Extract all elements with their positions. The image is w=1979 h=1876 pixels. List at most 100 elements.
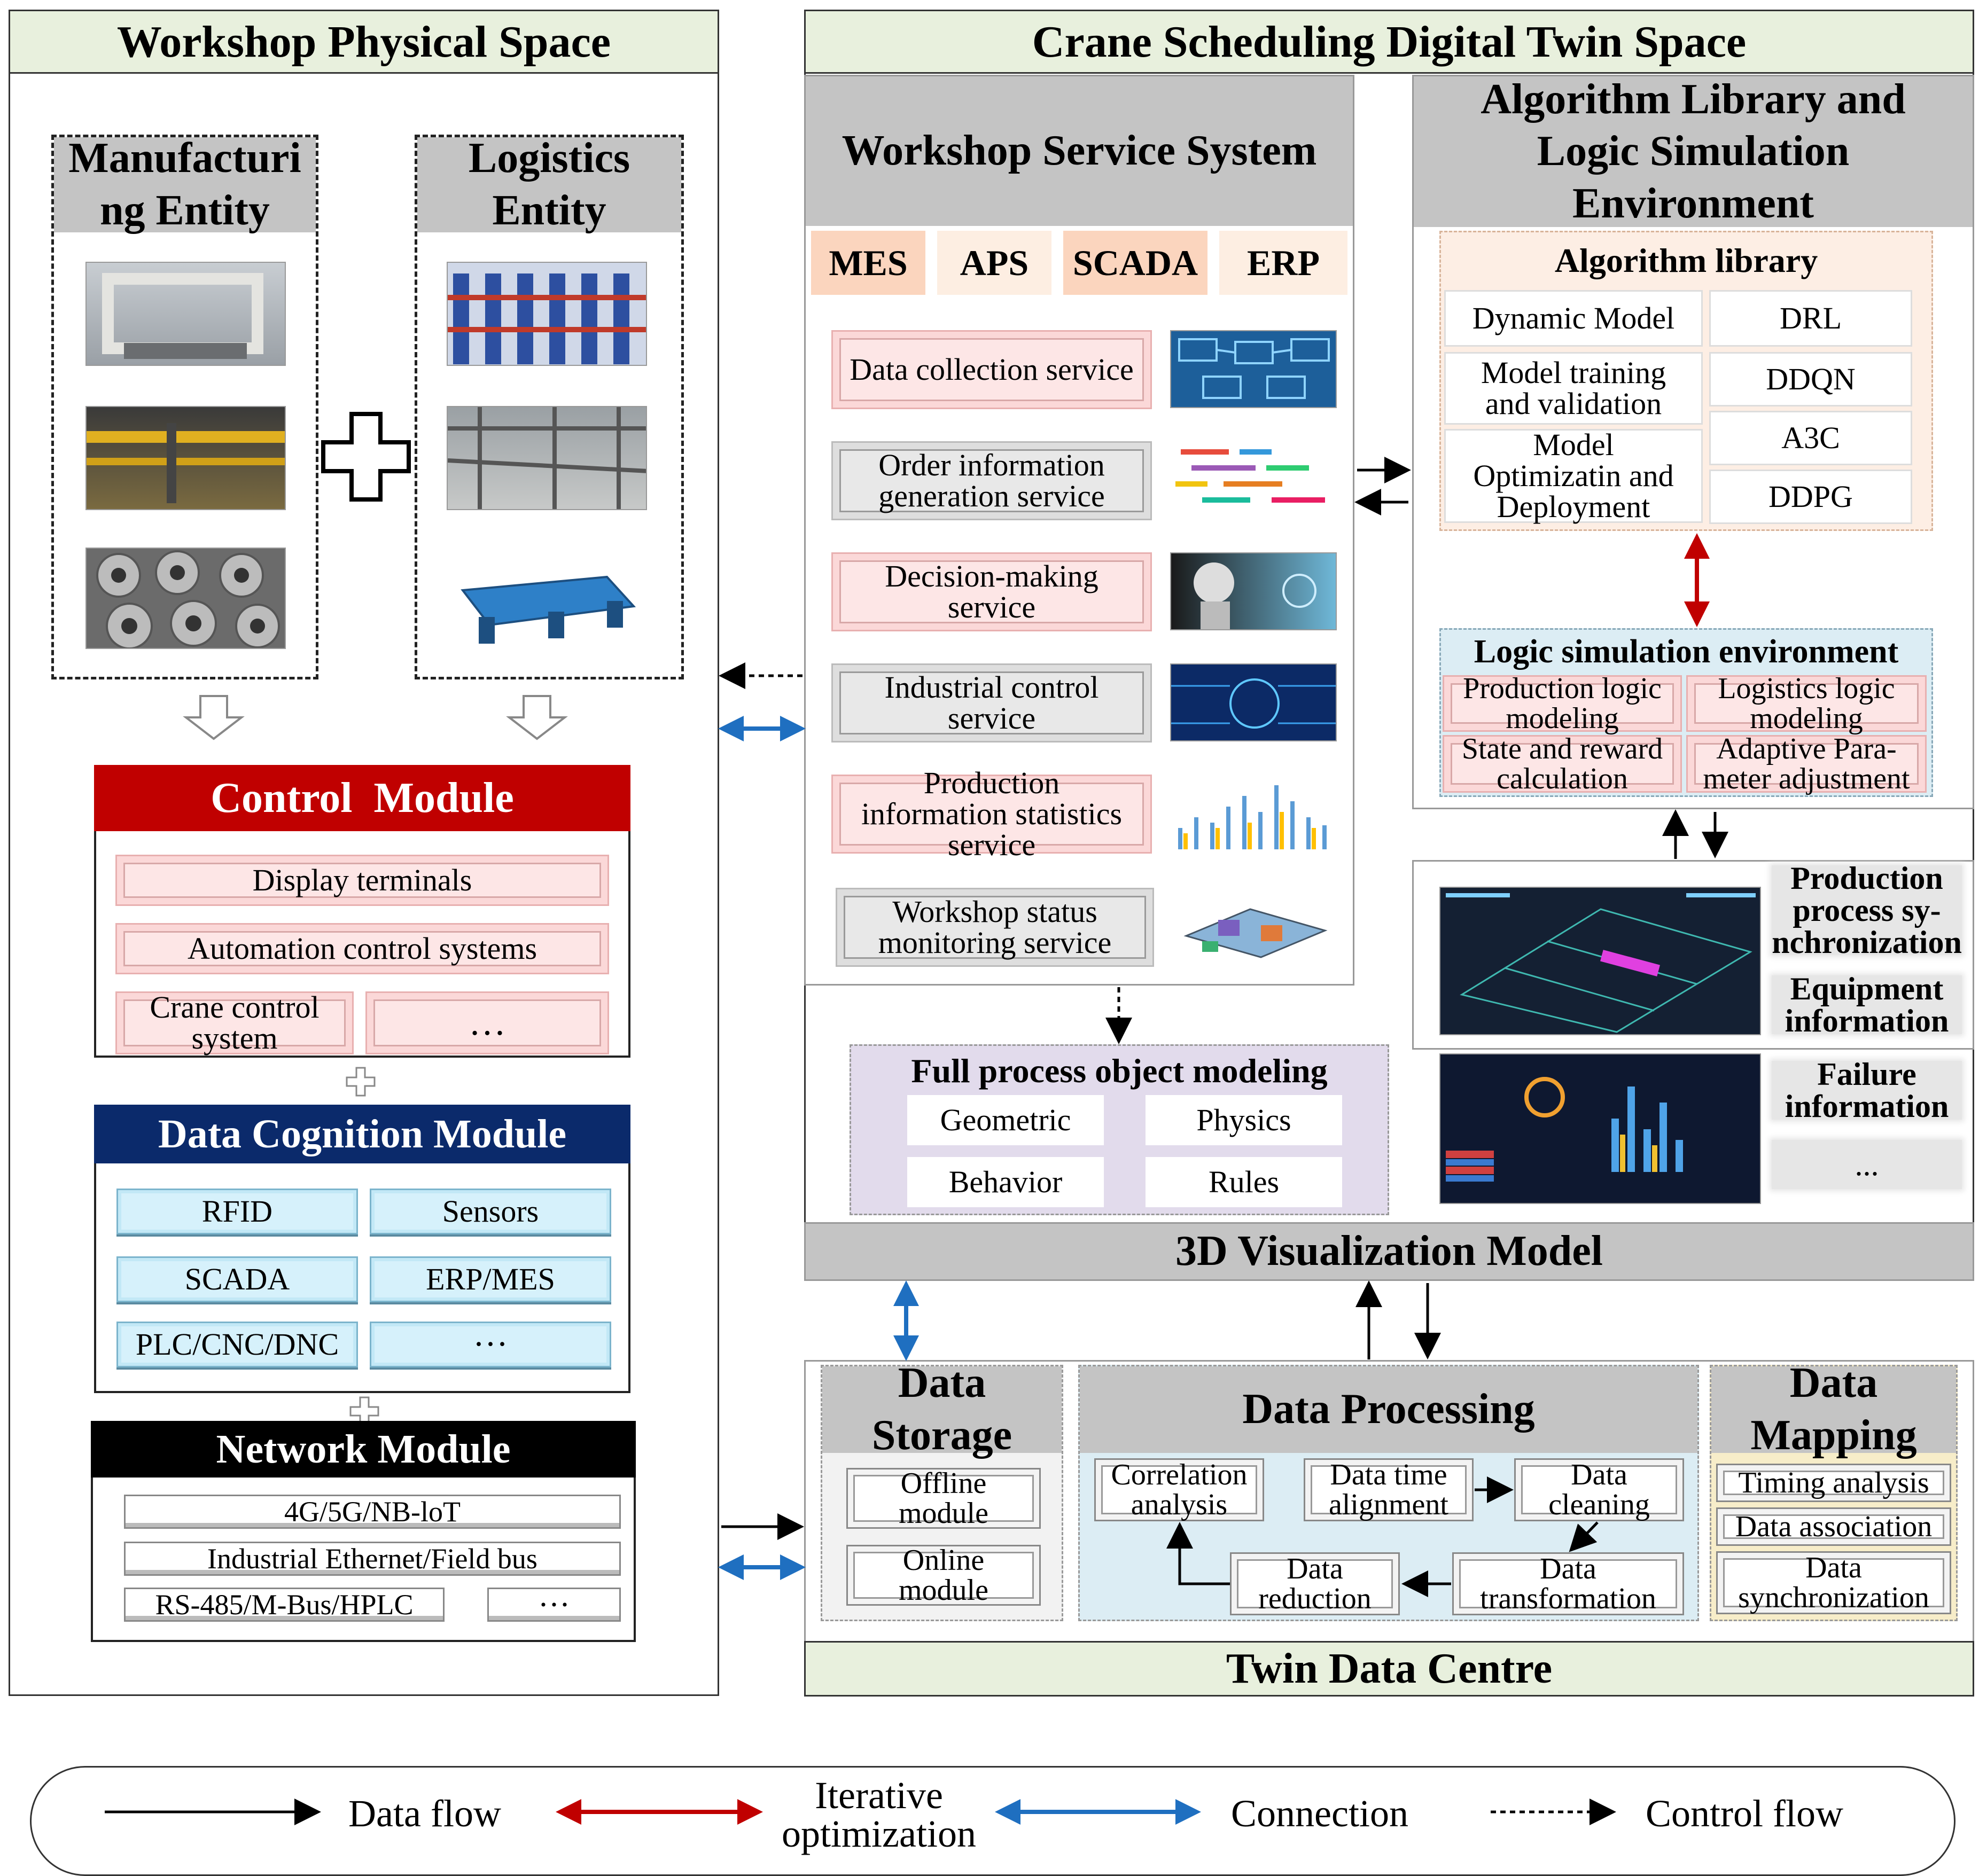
- algorithm-library-title: Algorithm library: [1554, 241, 1818, 279]
- logistics-line-image: [447, 406, 647, 510]
- dashboard-image: [1439, 1053, 1761, 1204]
- control-item: Automation control systems: [115, 923, 609, 974]
- visualization-side-label: Failure information: [1772, 1058, 1962, 1122]
- algorithm-left-item: Dynamic Model: [1446, 292, 1701, 345]
- legend-box: [30, 1766, 1955, 1876]
- plus-icon: [321, 412, 411, 502]
- cognition-item: PLC/CNC/DNC: [116, 1322, 358, 1367]
- mapping-item: Data association: [1716, 1507, 1951, 1546]
- algorithm-left-item: Model Optimizatin and Deployment: [1446, 429, 1701, 522]
- service-item: Decision-making service: [831, 552, 1152, 631]
- algorithm-right-item: A3C: [1711, 412, 1911, 464]
- cognition-item: ···: [370, 1322, 611, 1367]
- network-item: 4G/5G/NB-loT: [124, 1495, 621, 1529]
- cognition-item: Sensors: [370, 1189, 611, 1234]
- control-module-header: Control Module: [94, 765, 630, 831]
- warehouse-racks-image: [447, 262, 647, 366]
- twin-space-title: Crane Scheduling Digital Twin Space: [804, 10, 1974, 74]
- industrial-control-image: [1170, 663, 1337, 741]
- legend-label: Iterative optimization: [782, 1774, 976, 1855]
- logistics-entity-title: Logistics Entity: [417, 135, 681, 234]
- crane-workshop-image: [85, 406, 286, 510]
- legend-label: Connection: [1231, 1792, 1408, 1835]
- service-item: Workshop status monitoring service: [836, 888, 1154, 967]
- modeling-item: Physics: [1146, 1095, 1342, 1145]
- algorithm-left-item: Model training and validation: [1446, 354, 1701, 423]
- processing-item: Data cleaning: [1514, 1458, 1684, 1521]
- modeling-item: Behavior: [907, 1157, 1104, 1207]
- full-process-modeling-title: Full process object modeling: [911, 1052, 1328, 1090]
- cognition-item: ERP/MES: [370, 1256, 611, 1302]
- processing-item: Data reduction: [1230, 1552, 1400, 1615]
- control-item: Display terminals: [115, 855, 609, 906]
- data-mapping-title: Data Mapping: [1711, 1359, 1956, 1459]
- down-arrow-icon: [506, 695, 568, 740]
- service-item: Order information generation service: [831, 441, 1152, 520]
- pallet-image: [447, 548, 647, 649]
- storage-item: Online module: [846, 1545, 1041, 1606]
- modeling-item: Geometric: [907, 1095, 1104, 1145]
- logistics-entity-box: [415, 135, 684, 679]
- data-flow-arrow: [1569, 1521, 1599, 1552]
- network-item: Industrial Ethernet/Field bus: [124, 1542, 621, 1576]
- small-plus-icon: [346, 1067, 376, 1097]
- algorithm-panel-title: Algorithm Library and Logic Simulation E…: [1414, 76, 1973, 227]
- tag-erp: ERP: [1219, 231, 1347, 295]
- physical-space-title: Workshop Physical Space: [9, 10, 719, 74]
- statistics-bars-image: [1170, 775, 1337, 853]
- logic-item: Adaptive Para-meter adjustment: [1686, 734, 1927, 794]
- order-gantt-image: [1170, 441, 1337, 519]
- visualization-side-label: Production process sy-nchronization: [1772, 861, 1962, 960]
- processing-item: Correlation analysis: [1094, 1458, 1264, 1521]
- service-item: Industrial control service: [831, 663, 1152, 742]
- workshop-3d-image: [1170, 888, 1337, 966]
- service-item: Data collection service: [831, 330, 1152, 409]
- visualization-title: 3D Visualization Model: [804, 1222, 1974, 1281]
- legend-label: Control flow: [1646, 1792, 1843, 1835]
- mapping-item: Timing analysis: [1716, 1464, 1951, 1502]
- tag-scada: SCADA: [1063, 231, 1207, 295]
- mapping-item: Data synchronization: [1716, 1551, 1951, 1614]
- logic-item: State and reward calculation: [1443, 734, 1682, 794]
- data-centre-title: Twin Data Centre: [804, 1641, 1974, 1697]
- data-cognition-header: Data Cognition Module: [94, 1105, 630, 1163]
- data-collection-image: [1170, 330, 1337, 408]
- visualization-side-label: Equipment information: [1772, 973, 1962, 1037]
- visualization-side-label: ...: [1772, 1140, 1962, 1189]
- cognition-item: RFID: [116, 1189, 358, 1234]
- crane-3d-view-image: [1439, 887, 1761, 1035]
- control-module-body: [94, 831, 630, 1058]
- storage-item: Offline module: [846, 1468, 1041, 1529]
- network-module-header: Network Module: [91, 1421, 636, 1478]
- logic-item: Production logic modeling: [1443, 674, 1682, 733]
- manufacturing-entity-title: Manufacturi ng Entity: [54, 135, 316, 234]
- logic-item: Logistics logic modeling: [1686, 674, 1927, 733]
- flanges-image: [85, 548, 286, 649]
- legend-label: Data flow: [348, 1792, 501, 1835]
- network-module-body: [91, 1478, 636, 1642]
- data-processing-title: Data Processing: [1080, 1366, 1697, 1453]
- processing-item: Data transformation: [1452, 1552, 1684, 1615]
- data-storage-title: Data Storage: [822, 1359, 1062, 1459]
- machine-frame-image: [85, 262, 286, 366]
- decision-robot-image: [1170, 552, 1337, 630]
- network-item: ···: [487, 1588, 621, 1622]
- network-item: RS-485/M-Bus/HPLC: [124, 1588, 445, 1622]
- tag-aps: APS: [937, 231, 1051, 295]
- algorithm-right-item: DDQN: [1711, 354, 1911, 405]
- data-flow-arrow: [1166, 1522, 1230, 1585]
- tag-mes: MES: [811, 231, 925, 295]
- data-cognition-body: [94, 1163, 630, 1393]
- service-system-title: Workshop Service System: [806, 76, 1353, 226]
- cognition-item: SCADA: [116, 1256, 358, 1302]
- modeling-item: Rules: [1146, 1157, 1342, 1207]
- logic-simulation-title: Logic simulation environment: [1474, 633, 1899, 670]
- algorithm-right-item: DDPG: [1711, 471, 1911, 522]
- processing-item: Data time alignment: [1304, 1458, 1474, 1521]
- manufacturing-entity-box: [51, 135, 318, 679]
- algorithm-right-item: DRL: [1711, 292, 1911, 345]
- control-item: …: [365, 991, 609, 1054]
- control-item: Crane control system: [115, 991, 354, 1054]
